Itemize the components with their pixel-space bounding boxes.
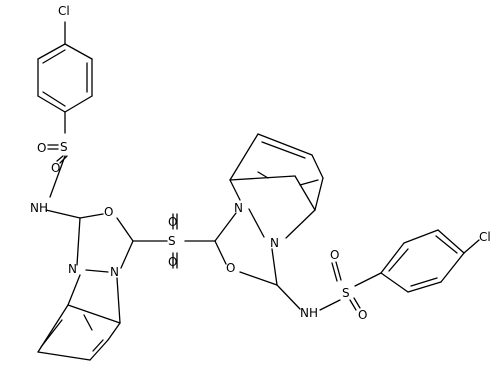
nh-group-right: NH	[300, 306, 318, 320]
nitrogen-atom-left-1: N	[68, 262, 77, 276]
nitrogen-atom-right-2: N	[270, 236, 279, 250]
atom-labels: Cl O S O NH O N N O S O N N O NH O S O C…	[30, 4, 491, 322]
ring-oxygen-right: O	[226, 261, 235, 275]
sulfur-atom-right: S	[342, 286, 350, 300]
nh-group-left: NH	[30, 201, 48, 215]
ring-oxygen-left: O	[104, 205, 113, 219]
oxygen-atom-right-top: O	[330, 248, 339, 262]
oxygen-atom-right-bottom: O	[358, 308, 367, 322]
chlorine-atom-top: Cl	[58, 4, 70, 18]
oxygen-atom-center-bottom: O	[168, 255, 177, 269]
oxygen-atom-top-left: O	[37, 141, 46, 155]
nitrogen-atom-left-2: N	[110, 265, 119, 279]
oxygen-atom-top-bottom: O	[51, 161, 60, 175]
nitrogen-atom-right-1: N	[234, 201, 243, 215]
sulfur-atom-top: S	[60, 140, 68, 154]
chlorine-atom-right: Cl	[479, 230, 491, 244]
sulfur-atom-center: S	[168, 234, 176, 248]
bond-lines	[37, 21, 480, 361]
oxygen-atom-center-top: O	[168, 215, 177, 229]
